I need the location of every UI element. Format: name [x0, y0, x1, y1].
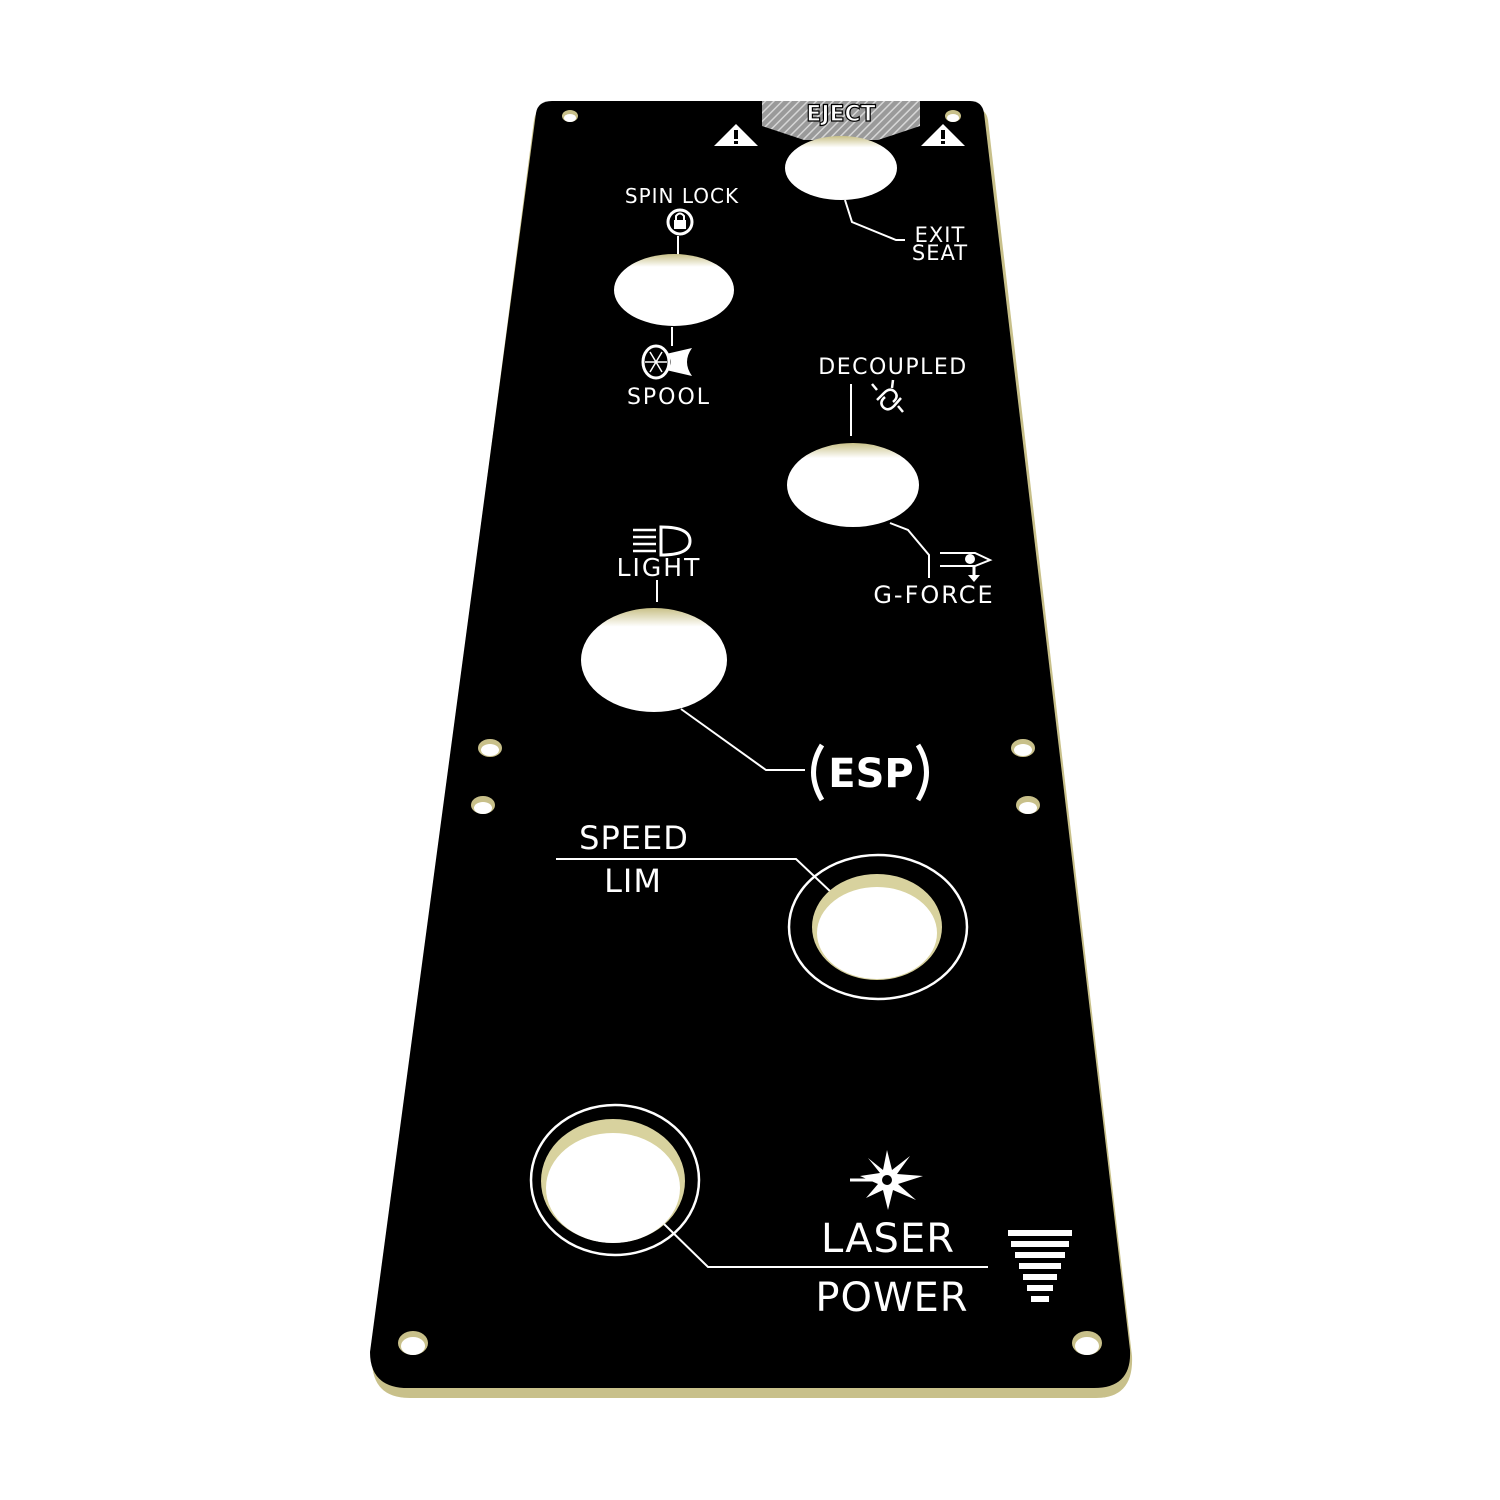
spool-icon [641, 344, 692, 380]
decoupled-label: DECOUPLED [818, 355, 968, 380]
headlight-icon [633, 525, 692, 557]
spin-lock-switch-hole[interactable] [614, 254, 734, 326]
esp-icon: ESP [811, 743, 929, 802]
panel-face [370, 101, 1131, 1388]
eject-tab: EJECT [762, 101, 920, 140]
eject-switch-hole[interactable] [785, 136, 897, 200]
broken-link-icon [871, 379, 904, 413]
exit-label: EXIT [915, 223, 966, 247]
mounting-holes [398, 110, 1102, 1355]
light-label: LIGHT [617, 553, 702, 582]
light-switch-hole[interactable] [581, 608, 727, 712]
power-level-bars-icon [1008, 1230, 1072, 1302]
warning-triangle-icon [921, 124, 965, 146]
g-force-arrow-icon [940, 552, 993, 582]
warning-triangle-icon [714, 124, 758, 146]
esp-label: ESP [828, 751, 913, 797]
spin-lock-label: SPIN LOCK [625, 184, 739, 208]
laser-label: LASER [821, 1216, 955, 1262]
laser-power-switch-hole[interactable] [529, 1103, 701, 1257]
lim-label: LIM [604, 862, 662, 900]
decoupled-switch-hole[interactable] [787, 443, 919, 527]
laser-burst-icon [850, 1150, 923, 1210]
spool-label: SPOOL [627, 385, 711, 410]
speed-limiter-switch-hole[interactable] [787, 853, 969, 1001]
power-label: POWER [815, 1275, 968, 1321]
eject-label: EJECT [806, 102, 875, 127]
speed-label: SPEED [579, 819, 689, 857]
g-force-label: G-FORCE [873, 581, 994, 609]
rotating-lock-icon [666, 208, 694, 236]
seat-label: SEAT [912, 241, 968, 265]
